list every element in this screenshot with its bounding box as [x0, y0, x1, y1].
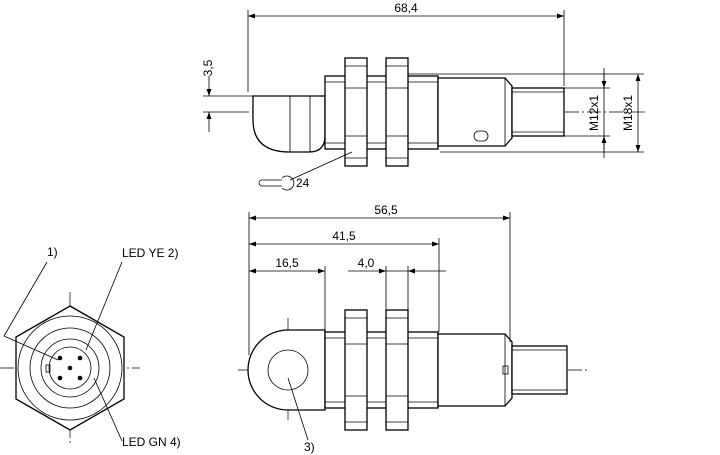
- dim-connector-thread: M12x1: [587, 95, 601, 131]
- callout-note-1: 1): [47, 245, 58, 259]
- dim-length-to-body-end: 41,5: [332, 229, 356, 243]
- pin-dot: [77, 355, 83, 361]
- wrench-icon: [258, 175, 295, 191]
- bottom-side-view: 56,5 41,5 16,5 4,0 3): [238, 203, 590, 454]
- top-side-view: 68,4 3,5 M12x1 M18x1 24: [201, 1, 648, 191]
- callout-note-3: 3): [304, 440, 315, 454]
- dim-total-length-bottom: 56,5: [374, 203, 398, 217]
- dim-nut-thickness: 4,0: [358, 256, 375, 270]
- wrench-size-label: 24: [296, 176, 310, 190]
- pin-dot: [77, 375, 83, 381]
- dim-lens-offset: 3,5: [201, 59, 215, 76]
- dim-lens-head-length: 16,5: [275, 256, 299, 270]
- dim-body-thread: M18x1: [621, 95, 635, 131]
- callout-led-green: LED GN 4): [122, 435, 181, 449]
- pin-dot: [67, 365, 73, 371]
- pin-dot: [57, 375, 63, 381]
- dim-total-length-top: 68,4: [394, 1, 418, 15]
- pin-dot: [57, 355, 63, 361]
- callout-led-yellow: LED YE 2): [122, 246, 178, 260]
- front-end-view: 1) LED YE 2) LED GN 4): [0, 245, 181, 449]
